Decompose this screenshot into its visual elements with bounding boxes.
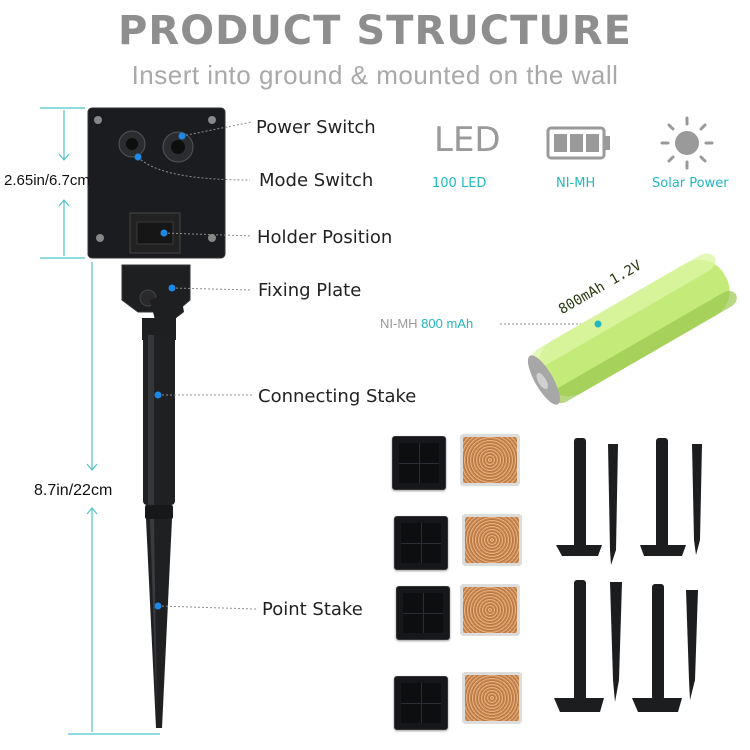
solar-panel [394,516,448,570]
battery-callout-type: NI-MH [380,316,418,331]
stakes-set [554,438,702,712]
battery-icon [546,126,610,160]
box-dimension: 2.65in/6.7cm [4,172,90,189]
solar-panel [392,436,446,490]
battery-callout: NI-MH 800 mAh [380,316,473,331]
light-coil [460,434,520,486]
battery-type-label: NI-MH [556,176,596,191]
point-stake-label: Point Stake [262,599,363,620]
mode-switch-label: Mode Switch [259,170,374,191]
solar-box [87,107,226,259]
solar-power-label: Solar Power [652,176,729,191]
leader-dots [134,132,186,610]
power-switch-label: Power Switch [256,117,376,138]
battery-callout-capacity: 800 mAh [421,316,474,331]
leader-lines [137,121,257,610]
page-subtitle: Insert into ground & mounted on the wall [131,60,619,90]
solar-panel [394,676,448,730]
light-coil [462,514,522,566]
dimension-lines [40,107,160,735]
page-title: PRODUCT STRUCTURE [118,8,632,54]
solar-panel [396,586,450,640]
sun-icon [660,116,714,170]
fixing-plate-label: Fixing Plate [258,280,362,301]
stake-assembly [121,264,191,728]
stake-dimension: 8.7in/22cm [34,482,113,499]
light-coil [462,672,522,724]
battery-graphic [500,253,737,405]
led-text-icon: LED [434,120,501,160]
light-coil [460,584,520,636]
connecting-stake-label: Connecting Stake [258,386,417,407]
led-count-label: 100 LED [432,176,487,191]
holder-position-label: Holder Position [257,227,393,248]
